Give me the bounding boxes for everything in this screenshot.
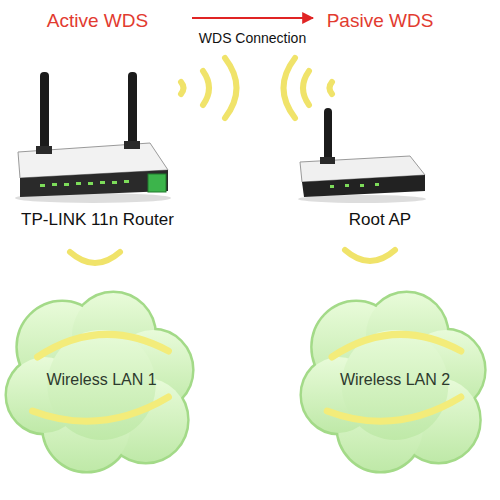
router-led <box>64 183 69 186</box>
role-heading: Pasive WDS <box>327 10 434 33</box>
router-led <box>88 182 93 185</box>
signal-wave <box>332 334 461 357</box>
router-front <box>20 170 168 197</box>
ap-antenna <box>324 108 332 164</box>
signal-wave <box>70 252 120 263</box>
device-node: Pasive WDS Root AP <box>315 10 445 230</box>
device-label: Root AP <box>349 210 411 230</box>
cloud-node: Wireless LAN 2 <box>298 285 492 475</box>
device-node: Active WDS TP-LINK 11n Router <box>5 10 190 230</box>
router-antenna <box>40 72 49 154</box>
router-led <box>112 181 117 184</box>
signal-wave <box>181 82 184 94</box>
ap-led <box>345 184 349 187</box>
router-led <box>52 183 57 186</box>
ap-led <box>360 184 364 187</box>
router-led <box>76 182 81 185</box>
router-led <box>40 184 45 187</box>
role-heading: Active WDS <box>47 10 148 33</box>
cloud-node: Wireless LAN 1 <box>3 285 200 475</box>
ap-led <box>330 185 334 188</box>
connection-label: WDS Connection <box>196 30 309 47</box>
router-antenna <box>128 72 137 148</box>
router-led <box>124 180 129 183</box>
device-label: TP-LINK 11n Router <box>21 210 174 230</box>
signal-wave <box>327 397 461 421</box>
signal-wave <box>225 58 237 118</box>
router-port <box>148 174 166 192</box>
ap-led <box>375 183 379 186</box>
signal-wave <box>330 82 333 94</box>
wds-arrow <box>192 17 313 19</box>
antenna-base <box>124 141 140 149</box>
signal-wave <box>345 250 395 261</box>
signal-wave <box>203 71 209 105</box>
signal-wave <box>284 58 296 118</box>
antenna-base <box>36 146 52 154</box>
signal-wave <box>303 71 309 105</box>
antenna-base <box>320 157 335 164</box>
signal-wave <box>33 397 169 421</box>
network-label: Wireless LAN 1 <box>46 370 156 389</box>
signal-wave <box>37 334 168 357</box>
ap-front <box>302 175 425 197</box>
router-led <box>100 181 105 184</box>
network-label: Wireless LAN 2 <box>340 370 450 389</box>
